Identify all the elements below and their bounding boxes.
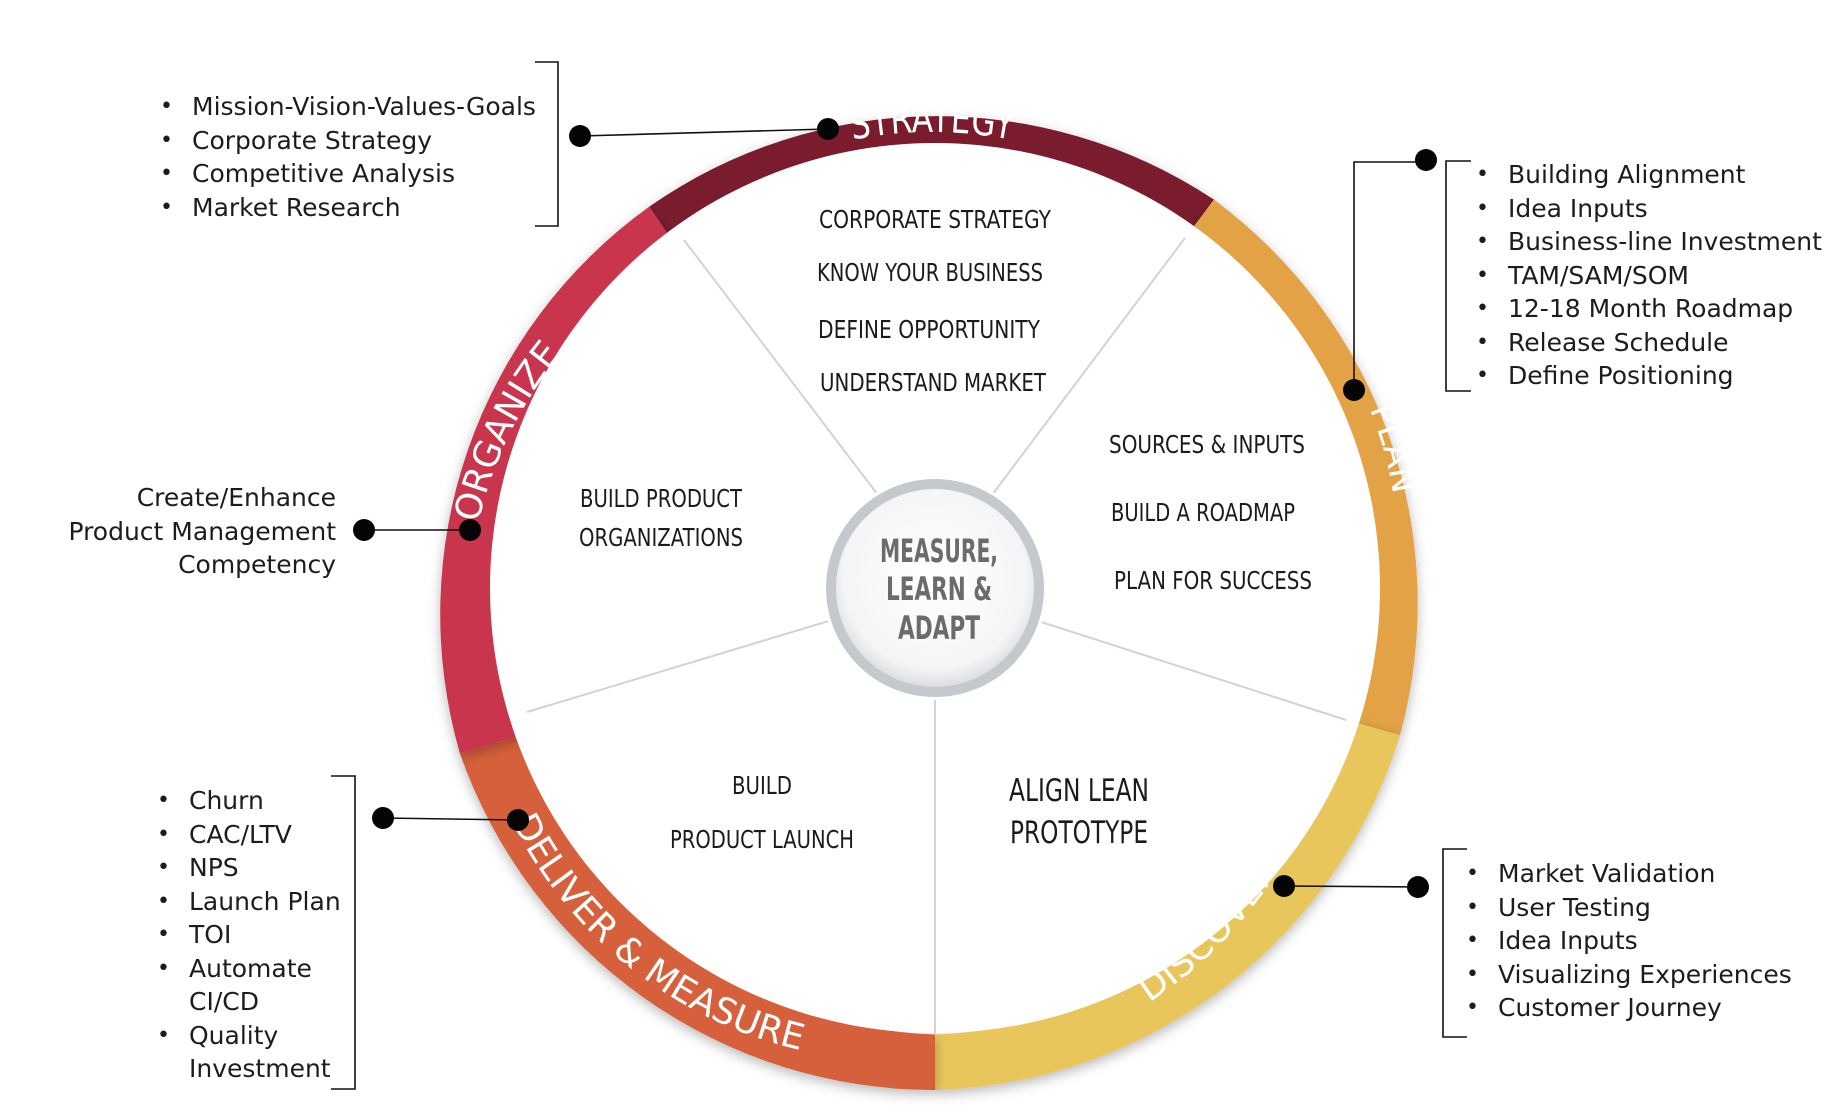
dot-organize-callout[interactable]: [353, 519, 375, 541]
list-item: TOI: [157, 918, 341, 952]
list-item: Automate: [157, 952, 341, 986]
sector-deliver-line-1: BUILD: [732, 771, 792, 800]
sector-discover-line-1: ALIGN LEAN: [1009, 773, 1149, 809]
list-item: 12-18 Month Roadmap: [1476, 292, 1822, 326]
list-item: Quality: [157, 1019, 341, 1053]
list-item: CI/CD: [189, 987, 259, 1016]
callout-organize-line-1: Create/Enhance: [136, 483, 336, 512]
list-item: TAM/SAM/SOM: [1476, 259, 1822, 293]
callout-connectors: [331, 61, 1471, 1090]
center-hub[interactable]: [826, 479, 1044, 697]
sector-texts: CORPORATE STRATEGY KNOW YOUR BUSINESS DE…: [579, 205, 1312, 854]
ring-label-strategy: STRATEGY: [846, 96, 1018, 150]
list-item: CAC/LTV: [157, 818, 341, 852]
dot-deliver-callout[interactable]: [372, 807, 394, 829]
dot-strategy-callout[interactable]: [569, 125, 591, 147]
list-item: User Testing: [1466, 891, 1792, 925]
callout-list-plan: Building Alignment Idea Inputs Business-…: [1476, 158, 1822, 393]
dot-discover-callout[interactable]: [1407, 876, 1429, 898]
list-item: Competitive Analysis: [160, 157, 536, 191]
dot-organize-ring[interactable]: [459, 519, 481, 541]
dot-plan-callout[interactable]: [1415, 149, 1437, 171]
list-item: Corporate Strategy: [160, 124, 536, 158]
callout-organize-line-3: Competency: [178, 550, 336, 579]
dot-deliver-ring[interactable]: [507, 809, 529, 831]
hub-line-2: LEARN &: [886, 570, 992, 608]
callout-organize: Create/Enhance Product Management Compet…: [68, 481, 336, 582]
sector-organize-line-2: ORGANIZATIONS: [579, 523, 743, 552]
list-item: Idea Inputs: [1466, 924, 1792, 958]
sector-strategy-line-1: CORPORATE STRATEGY: [819, 205, 1052, 234]
ring-segment-discover[interactable]: [935, 719, 1400, 1090]
list-item: Release Schedule: [1476, 326, 1822, 360]
list-item: Investment: [189, 1054, 331, 1083]
sector-plan-line-1: SOURCES & INPUTS: [1109, 430, 1305, 459]
hub-text: MEASURE, LEARN & ADAPT: [880, 532, 998, 647]
list-item: Market Research: [160, 191, 536, 225]
callout-organize-line-2: Product Management: [68, 516, 336, 546]
list-item: Launch Plan: [157, 885, 341, 919]
ring-segment-deliver-measure[interactable]: [459, 733, 935, 1091]
list-item: Visualizing Experiences: [1466, 958, 1792, 992]
list-item: Define Positioning: [1476, 359, 1822, 393]
list-item: Idea Inputs: [1476, 192, 1822, 226]
callout-list-discover: Market Validation User Testing Idea Inpu…: [1466, 857, 1792, 1025]
dot-plan-ring[interactable]: [1343, 379, 1365, 401]
list-item: Churn: [157, 784, 341, 818]
list-item: NPS: [157, 851, 341, 885]
list-item: Customer Journey: [1466, 991, 1792, 1025]
sector-dividers: [526, 237, 1347, 1034]
list-item: Building Alignment: [1476, 158, 1822, 192]
hub-line-1: MEASURE,: [880, 532, 998, 570]
sector-plan-line-2: BUILD A ROADMAP: [1111, 498, 1295, 527]
hub-line-3: ADAPT: [898, 609, 980, 647]
sector-strategy-line-2: KNOW YOUR BUSINESS: [817, 258, 1043, 287]
list-item: Market Validation: [1466, 857, 1792, 891]
list-item: Mission-Vision-Values-Goals: [160, 90, 536, 124]
sector-deliver-line-2: PRODUCT LAUNCH: [670, 825, 854, 854]
sector-organize-line-1: BUILD PRODUCT: [580, 484, 743, 513]
callout-dots: [353, 118, 1437, 898]
sector-strategy-line-4: UNDERSTAND MARKET: [820, 368, 1047, 397]
sector-plan-line-3: PLAN FOR SUCCESS: [1114, 566, 1312, 595]
ring-segment-strategy[interactable]: [649, 116, 1214, 252]
sector-discover-line-2: PROTOTYPE: [1010, 815, 1148, 851]
list-item: Business-line Investment: [1476, 225, 1822, 259]
dot-discover-ring[interactable]: [1273, 875, 1295, 897]
dot-strategy-ring[interactable]: [817, 118, 839, 140]
callout-list-deliver-measure: Churn CAC/LTV NPS Launch Plan TOI Automa…: [157, 784, 341, 1086]
callout-list-strategy: Mission-Vision-Values-Goals Corporate St…: [160, 90, 536, 224]
sector-strategy-line-3: DEFINE OPPORTUNITY: [818, 315, 1041, 344]
